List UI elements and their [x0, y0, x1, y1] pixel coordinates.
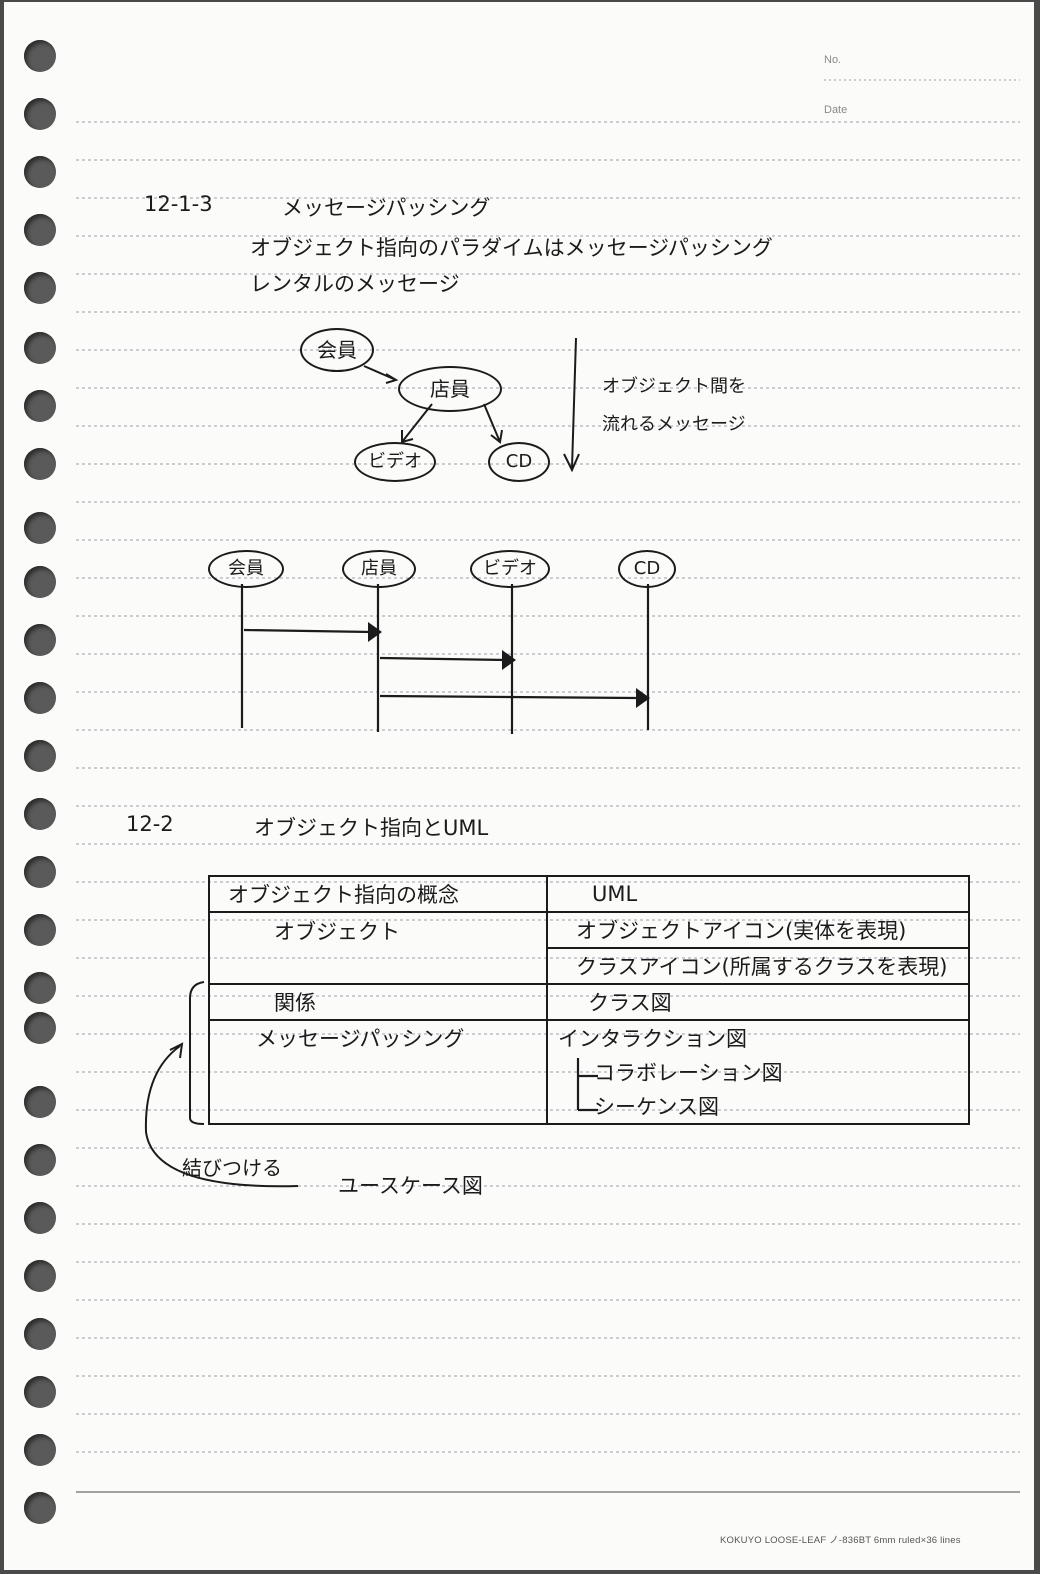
table-header-cell: オブジェクト指向の概念	[208, 875, 548, 912]
binder-hole	[24, 682, 56, 714]
table-cell	[208, 1089, 548, 1125]
binder-hole	[24, 972, 56, 1004]
section-title: メッセージパッシング	[282, 196, 491, 220]
table-cell: メッセージパッシング	[208, 1019, 548, 1055]
table-header-cell: UML	[546, 875, 970, 912]
binder-hole	[24, 624, 56, 656]
tree-connector	[576, 1058, 598, 1112]
binder-hole	[24, 448, 56, 480]
table-row: シーケンス図	[208, 1089, 970, 1125]
node-cd: CD	[488, 442, 550, 482]
table-cell: クラスアイコン(所属するクラスを表現)	[546, 947, 970, 984]
binder-hole	[24, 914, 56, 946]
text-line: レンタルのメッセージ	[250, 272, 460, 296]
binder-hole	[24, 40, 56, 72]
binder-hole	[24, 98, 56, 130]
binder-hole	[24, 156, 56, 188]
date-label: Date	[824, 104, 848, 116]
binder-hole	[24, 1434, 56, 1466]
node-member: 会員	[300, 328, 374, 372]
binder-hole	[24, 798, 56, 830]
section-number: 12-1-3	[144, 192, 213, 216]
table-cell: コラボレーション図	[546, 1055, 970, 1089]
table-cell: インタラクション図	[546, 1019, 970, 1055]
section-number: 12-2	[126, 812, 174, 836]
binder-hole	[24, 272, 56, 304]
note-text: 流れるメッセージ	[602, 414, 746, 435]
note-text: オブジェクト間を	[602, 376, 746, 397]
table-row: 関係 クラス図	[208, 983, 970, 1020]
concept-uml-table: オブジェクト指向の概念 UML オブジェクト オブジェクトアイコン(実体を表現)…	[208, 875, 970, 1125]
lifeline-video: ビデオ	[470, 550, 550, 588]
table-cell	[208, 948, 548, 984]
table-cell: オブジェクトアイコン(実体を表現)	[546, 911, 970, 948]
node-video: ビデオ	[354, 442, 436, 482]
table-row: コラボレーション図	[208, 1055, 970, 1089]
binder-hole	[24, 740, 56, 772]
binder-hole	[24, 1086, 56, 1118]
brand-footer: KOKUYO LOOSE-LEAF ノ-836BT 6mm ruled×36 l…	[720, 1535, 961, 1546]
binder-hole	[24, 1202, 56, 1234]
binder-hole	[24, 566, 56, 598]
binder-hole	[24, 1012, 56, 1044]
lifeline-member: 会員	[208, 550, 284, 588]
table-cell: 関係	[208, 983, 548, 1020]
table-header-row: オブジェクト指向の概念 UML	[208, 875, 970, 912]
notebook-page: No. Date 12-1-3 メッセージパッシング オブジェクト指向のパラダイ…	[4, 2, 1034, 1570]
binder-hole	[24, 512, 56, 544]
binder-hole	[24, 1260, 56, 1292]
lifeline-clerk: 店員	[342, 550, 416, 588]
lifeline-cd: CD	[618, 550, 676, 588]
table-row: クラスアイコン(所属するクラスを表現)	[208, 947, 970, 984]
binder-hole	[24, 1318, 56, 1350]
binder-hole	[24, 856, 56, 888]
section-title: オブジェクト指向とUML	[254, 816, 489, 840]
binder-hole	[24, 332, 56, 364]
table-row: オブジェクト オブジェクトアイコン(実体を表現)	[208, 911, 970, 948]
binder-hole	[24, 1376, 56, 1408]
table-cell: シーケンス図	[546, 1089, 970, 1125]
link-label: 結びつける	[182, 1156, 282, 1180]
binder-hole	[24, 390, 56, 422]
binder-hole	[24, 1492, 56, 1524]
table-cell: クラス図	[546, 983, 970, 1020]
table-cell	[208, 1055, 548, 1089]
binder-hole	[24, 1144, 56, 1176]
table-row: メッセージパッシング インタラクション図	[208, 1019, 970, 1055]
usecase-label: ユースケース図	[338, 1174, 483, 1198]
table-cell: オブジェクト	[208, 911, 548, 948]
no-label: No.	[824, 54, 842, 66]
node-clerk: 店員	[398, 366, 502, 412]
binder-hole	[24, 214, 56, 246]
text-line: オブジェクト指向のパラダイムはメッセージパッシング	[250, 236, 773, 260]
